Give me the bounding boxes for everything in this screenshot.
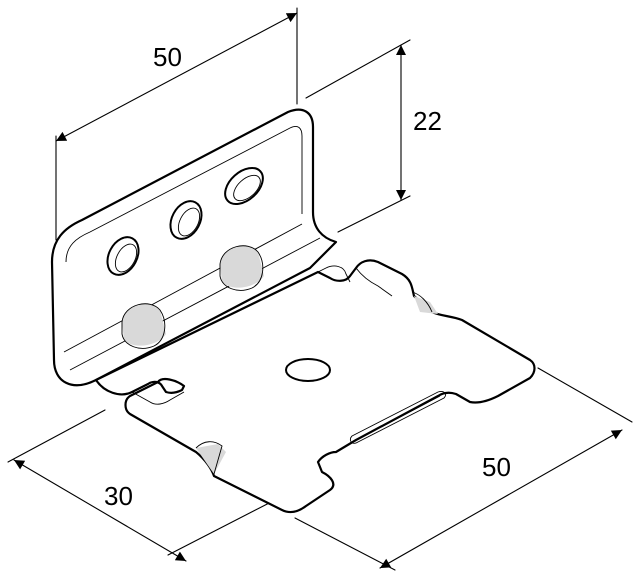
vertical-hole-2-rim: [177, 207, 201, 237]
extension-line-depth-left: [7, 409, 106, 463]
vertical-hole-1-rim: [114, 243, 138, 273]
dimension-line-top: [55, 12, 298, 142]
gusset-right: [219, 245, 264, 291]
vertical-hole-3-rim: [233, 174, 261, 202]
dimension-label-bottom: 50: [482, 452, 511, 482]
bend-line-lower: [69, 237, 321, 371]
tab-right: [411, 291, 433, 313]
front-left-tab: [131, 391, 185, 405]
extension-line-bottom-left: [294, 517, 396, 571]
gusset-left: [121, 303, 166, 349]
extension-line-side-bottom: [337, 195, 411, 233]
dimension-top-width: 50: [55, 7, 298, 241]
dimension-side-height: 22: [305, 39, 442, 233]
vertical-hole-3: [224, 166, 264, 206]
dimension-line-bottom: [379, 429, 623, 569]
rear-right-tab: [317, 265, 393, 297]
dimension-depth: 30: [7, 409, 276, 562]
angle-bracket: [50, 108, 536, 514]
extension-line-side-top: [305, 39, 411, 99]
vertical-leg-inner-edge: [65, 125, 303, 263]
extension-line-bottom-right: [537, 367, 633, 423]
dimension-bottom-width: 50: [294, 367, 633, 571]
dimension-line-depth: [13, 459, 187, 562]
extension-line-depth-right: [167, 499, 276, 556]
base-center-hole: [285, 358, 331, 382]
dimension-label-depth: 30: [104, 481, 133, 511]
dimension-label-top: 50: [153, 42, 182, 72]
base-slot-inner: [359, 395, 441, 439]
bend-line-upper: [63, 223, 303, 353]
vertical-leg: [50, 108, 338, 387]
tab-shade-right: [414, 296, 438, 314]
dimension-label-side: 22: [413, 106, 442, 136]
base-slot: [349, 391, 447, 444]
tab-left: [195, 441, 223, 475]
tab-shade-left: [196, 444, 226, 474]
